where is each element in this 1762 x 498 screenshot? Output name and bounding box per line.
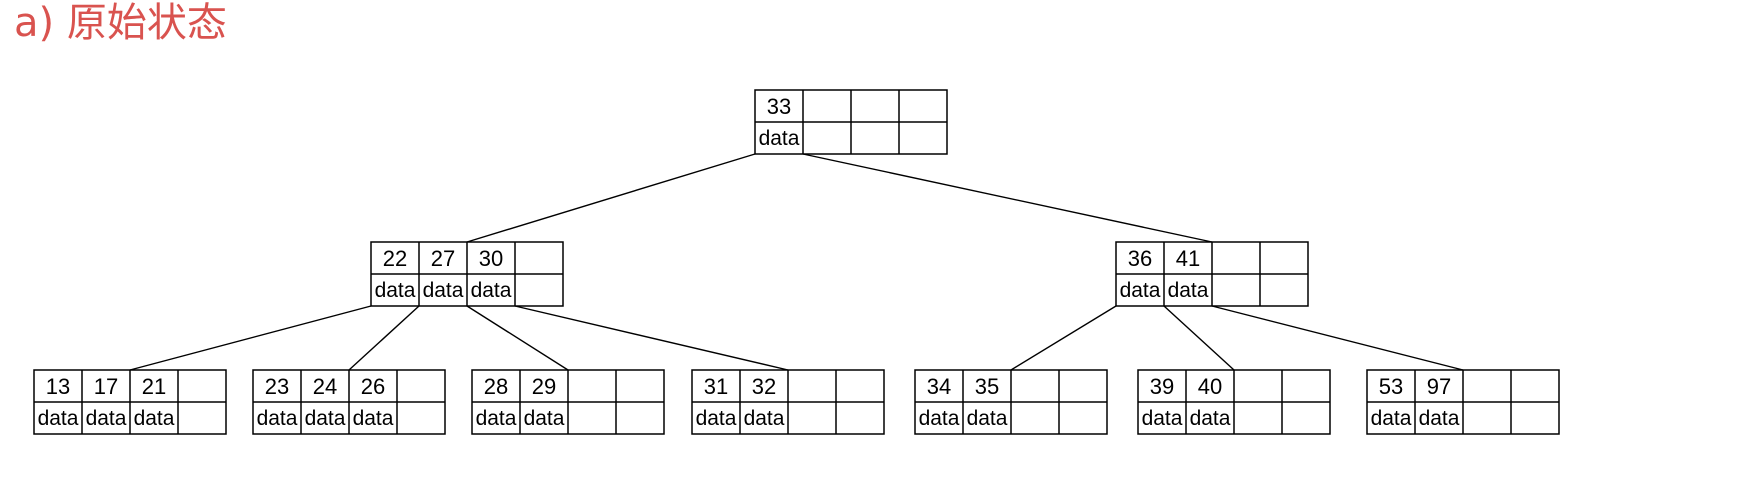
edge-root-l2 [802,153,1213,243]
key-36: 36 [1128,246,1152,271]
node-l1: 22 27 30 data data data [370,241,564,307]
diagram-title: a) 原始状态 [14,0,227,46]
edge-l1-d [514,305,789,371]
key-32: 32 [752,374,776,399]
node-root: 33 data [754,89,948,155]
key-34: 34 [927,374,951,399]
edge-l1-c [466,305,569,371]
data-label: data [1190,407,1231,430]
data-label: data [524,407,565,430]
node-l2: 36 41 data data [1115,241,1309,307]
key-28: 28 [484,374,508,399]
node-e: 34 35 data data [914,369,1108,435]
key-41: 41 [1176,246,1200,271]
data-label: data [759,127,800,150]
key-17: 17 [94,374,118,399]
data-label: data [919,407,960,430]
key-22: 22 [383,246,407,271]
data-label: data [38,407,79,430]
key-23: 23 [265,374,289,399]
node-a: 13 17 21 data data data [33,369,227,435]
data-label: data [696,407,737,430]
data-label: data [353,407,394,430]
key-40: 40 [1198,374,1222,399]
data-label: data [1120,279,1161,302]
data-label: data [134,407,175,430]
key-27: 27 [431,246,455,271]
node-c: 28 29 data data [471,369,665,435]
key-53: 53 [1379,374,1403,399]
node-d: 31 32 data data [691,369,885,435]
key-35: 35 [975,374,999,399]
data-label: data [476,407,517,430]
data-label: data [305,407,346,430]
data-label: data [967,407,1008,430]
data-label: data [1419,407,1460,430]
edge-l1-a [129,305,372,371]
edge-l1-b [348,305,420,371]
data-label: data [375,279,416,302]
node-g: 53 97 data data [1366,369,1560,435]
data-label: data [86,407,127,430]
key-21: 21 [142,374,166,399]
key-33: 33 [767,94,791,119]
data-label: data [1168,279,1209,302]
key-97: 97 [1427,374,1451,399]
edge-l2-e [1010,305,1117,371]
data-label: data [423,279,464,302]
edge-l2-g [1211,305,1464,371]
key-24: 24 [313,374,337,399]
key-39: 39 [1150,374,1174,399]
data-label: data [744,407,785,430]
data-label: data [1371,407,1412,430]
edge-root-l1 [466,153,756,243]
key-30: 30 [479,246,503,271]
node-f: 39 40 data data [1137,369,1331,435]
key-13: 13 [46,374,70,399]
key-31: 31 [704,374,728,399]
edge-l2-f [1163,305,1235,371]
data-label: data [471,279,512,302]
data-label: data [257,407,298,430]
edges [129,153,1464,371]
node-b: 23 24 26 data data data [252,369,446,435]
key-29: 29 [532,374,556,399]
key-26: 26 [361,374,385,399]
data-label: data [1142,407,1183,430]
